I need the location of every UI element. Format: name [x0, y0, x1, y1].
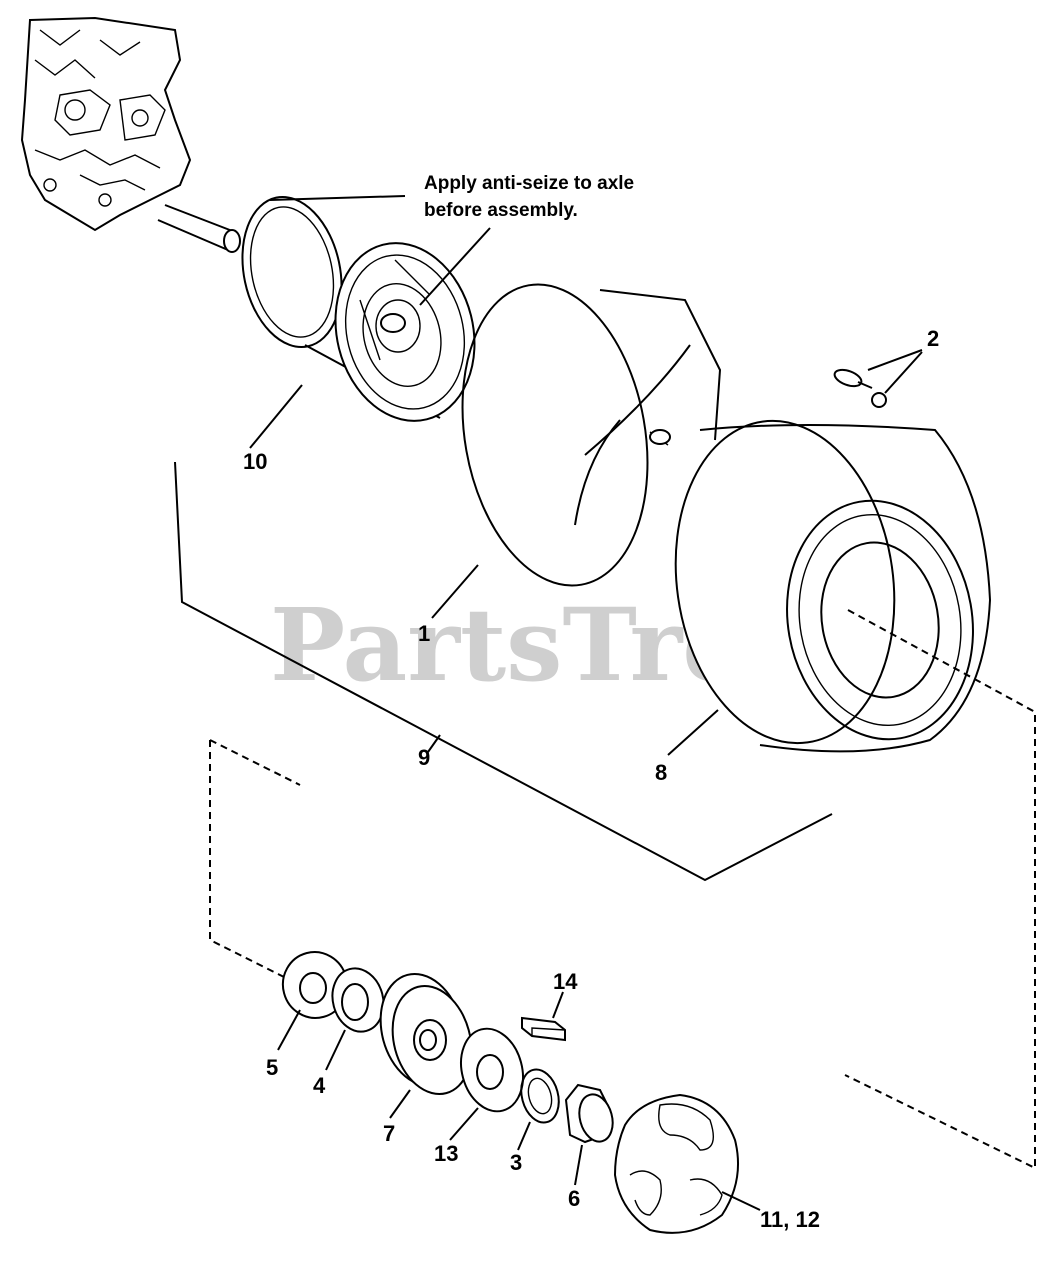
- leader-13: [449, 1107, 479, 1141]
- label-part-13: 13: [434, 1141, 458, 1166]
- label-part-1: 1: [418, 621, 430, 646]
- leader-10: [249, 384, 303, 449]
- leader-7: [389, 1089, 411, 1119]
- leader-9: [427, 734, 441, 753]
- label-part-11-12: 11, 12: [760, 1207, 820, 1232]
- label-part-6: 6: [568, 1186, 580, 1211]
- rim-drawing: [241, 195, 476, 422]
- label-part-8: 8: [655, 760, 667, 785]
- label-part-14: 14: [553, 969, 578, 994]
- leader-5: [277, 1009, 301, 1051]
- assembly-bracket: [174, 461, 833, 882]
- hub-cover-drawing: [613, 1093, 739, 1234]
- leader-14: [552, 991, 564, 1019]
- leader-11-12: [721, 1191, 761, 1211]
- key-drawing: [521, 1016, 566, 1042]
- leader-6: [574, 1144, 583, 1186]
- washer-small-drawing: [331, 967, 385, 1033]
- retaining-ring-drawing: [520, 1068, 560, 1124]
- tire-drawing: [674, 419, 992, 753]
- leader-4: [325, 1029, 346, 1071]
- note-line-2: before assembly.: [424, 200, 578, 221]
- leader-1: [431, 564, 479, 619]
- dashed-axis-left: [209, 740, 301, 986]
- label-part-10: 10: [243, 449, 267, 474]
- leader-3: [517, 1121, 531, 1151]
- label-part-9: 9: [418, 745, 430, 770]
- cap-drawing: [564, 1083, 614, 1144]
- label-part-2: 2: [927, 326, 939, 351]
- leader-8: [667, 709, 719, 756]
- valve-stem-drawing: [833, 349, 923, 408]
- spacer-washer-drawing: [460, 1027, 524, 1113]
- transaxle-drawing: [20, 16, 241, 253]
- tube-drawing: [461, 283, 722, 587]
- label-part-5: 5: [266, 1055, 278, 1080]
- label-part-3: 3: [510, 1150, 522, 1175]
- dashed-axis-top: [209, 739, 301, 786]
- note-line-1: Apply anti-seize to axle: [424, 173, 634, 194]
- dashed-axis-right: [844, 609, 1036, 1170]
- bearing-hub-drawing: [379, 972, 473, 1096]
- washer-large-drawing: [281, 951, 349, 1019]
- note-leader: [419, 227, 491, 306]
- label-part-7: 7: [383, 1121, 395, 1146]
- label-part-4: 4: [313, 1073, 326, 1098]
